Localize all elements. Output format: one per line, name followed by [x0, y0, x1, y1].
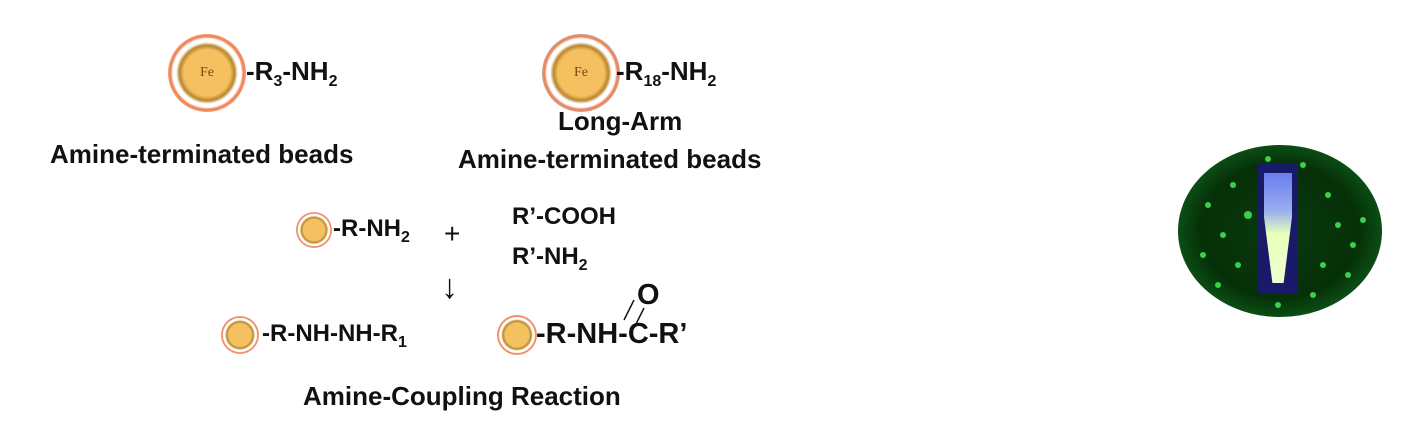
iron-bead-long-arm-icon: Fe [542, 34, 620, 112]
tube-icon [1264, 173, 1292, 283]
reagent-amine: R’-NH2 [512, 243, 588, 274]
long-arm-caption-line1: Long-Arm [558, 106, 683, 136]
green-particles [1200, 156, 1366, 308]
product-hydrazine: -R-NH-NH-R1 [262, 320, 407, 351]
bead-icon [296, 212, 332, 248]
iron-bead-icon: Fe [168, 34, 246, 112]
long-arm-caption-line2: Amine-terminated beads [458, 144, 762, 174]
plus-sign: + [444, 218, 461, 249]
bead-icon [221, 316, 259, 354]
reactant-formula: -R-NH2 [333, 215, 410, 246]
long-arm-formula: -R18-NH2 [616, 56, 717, 90]
product-amide: -R-NH-C-R’ [536, 318, 688, 350]
short-arm-formula: -R3-NH2 [246, 56, 338, 90]
reaction-caption: Amine-Coupling Reaction [303, 381, 621, 411]
double-bond [623, 299, 645, 329]
reaction-arrow: ↓ [441, 268, 458, 306]
carbonyl-oxygen: O [637, 279, 660, 311]
short-arm-caption: Amine-terminated beads [50, 139, 354, 169]
tube-photo [1258, 163, 1298, 293]
bead-icon [497, 315, 537, 355]
reagent-acid: R’-COOH [512, 203, 616, 230]
fluorescent-beads-image [1178, 145, 1382, 317]
